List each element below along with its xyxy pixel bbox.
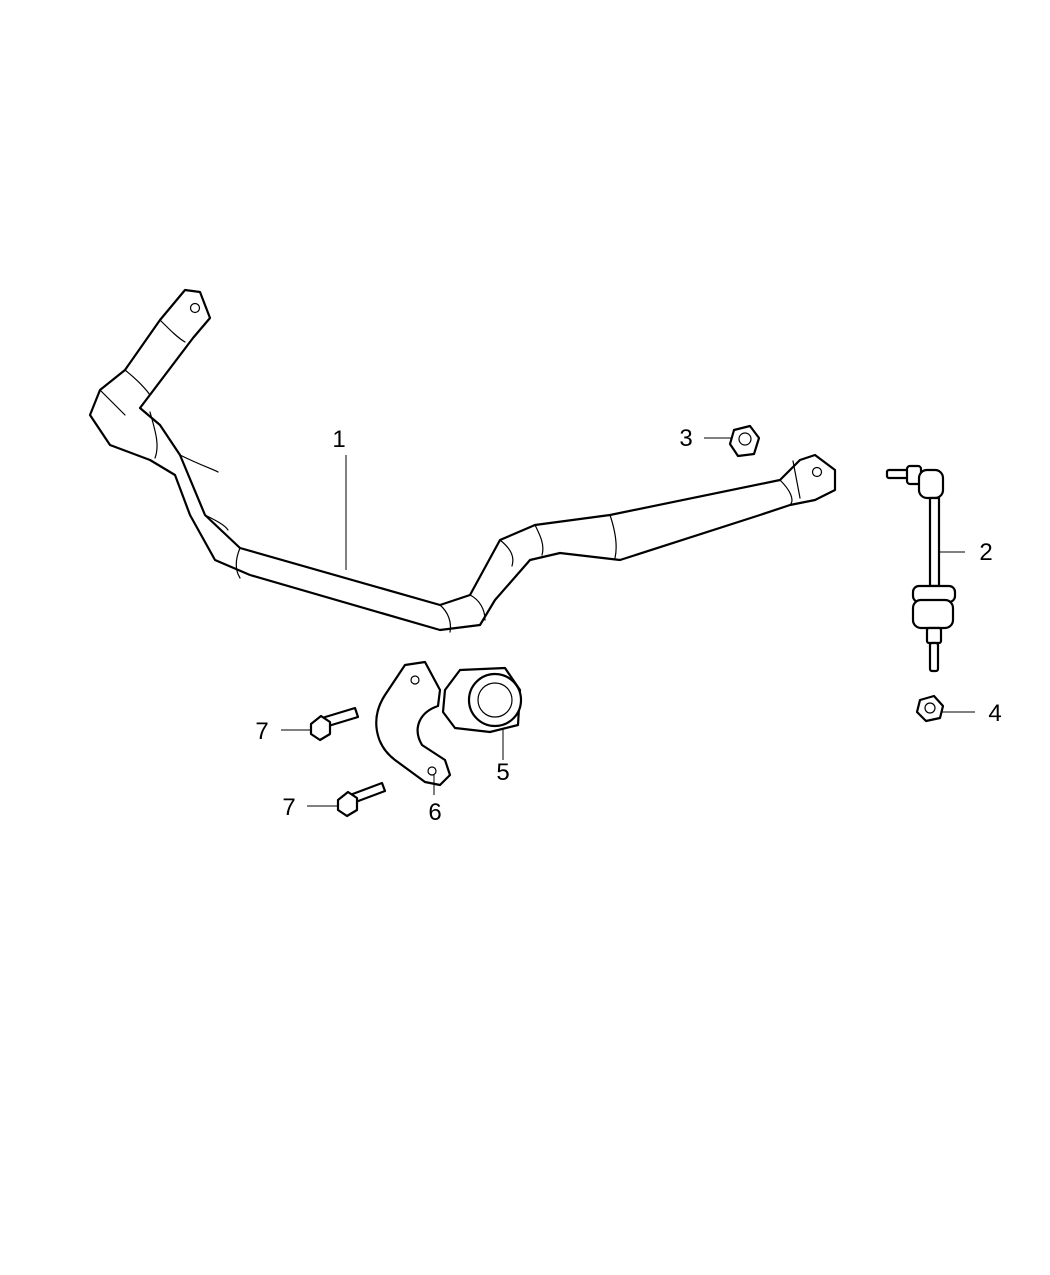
bolt-7-upper[interactable] [281,706,360,742]
callout-7-upper: 7 [255,718,268,745]
callout-3: 3 [679,425,692,452]
callout-6: 6 [428,799,441,826]
callout-1: 1 [332,426,345,453]
stabilizer-link[interactable] [885,464,965,673]
callout-7-lower: 7 [282,794,295,821]
hex-nut-3[interactable] [704,424,761,458]
bolt-7-lower[interactable] [307,781,387,818]
callout-4: 4 [988,700,1001,727]
callout-5: 5 [496,759,509,786]
callout-2: 2 [979,539,992,566]
bushing-retainer[interactable] [375,660,452,795]
stabilizer-bushing[interactable] [441,666,523,760]
stabilizer-bar[interactable] [88,288,837,633]
hex-nut-4[interactable] [915,694,975,723]
